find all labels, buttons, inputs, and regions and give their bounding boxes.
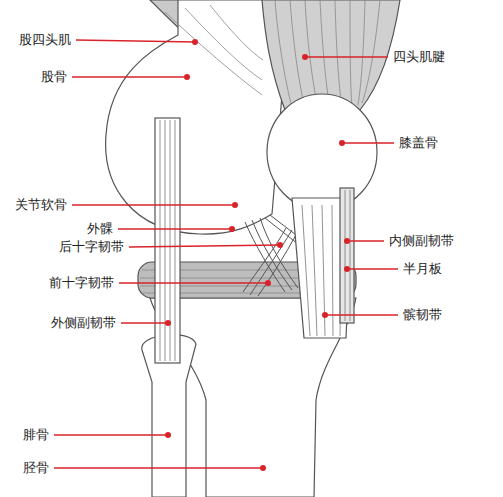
leader-line <box>347 240 384 241</box>
leader-line <box>129 245 280 247</box>
part-label: 腓骨 <box>22 427 50 443</box>
leader-line <box>72 76 187 77</box>
leader-dot <box>322 312 328 318</box>
part-label: 外髁 <box>86 221 114 237</box>
leader-line <box>54 467 263 468</box>
part-label: 外侧副韧带 <box>50 315 117 331</box>
part-label: 股四头肌 <box>18 32 72 48</box>
leader-dot <box>339 140 345 146</box>
part-label: 关节软骨 <box>14 197 68 213</box>
leader-dot <box>232 202 238 208</box>
leader-line <box>342 142 394 143</box>
part-label: 四头肌腱 <box>392 49 446 65</box>
patella <box>267 94 377 210</box>
part-label: 半月板 <box>402 261 443 277</box>
leader-dot <box>165 432 171 438</box>
leader-line <box>347 268 398 269</box>
lcl <box>155 118 180 363</box>
leader-line <box>119 282 268 283</box>
leader-dot <box>260 465 266 471</box>
leader-dot <box>277 242 283 248</box>
leader-dot <box>192 39 198 45</box>
leader-dot <box>265 280 271 286</box>
part-label: 后十字韧带 <box>58 239 125 255</box>
leader-line <box>325 314 398 315</box>
leader-dot <box>184 74 190 80</box>
cruciate <box>243 215 300 296</box>
leader-line <box>121 322 168 323</box>
leader-dot <box>165 320 171 326</box>
part-label: 股骨 <box>40 69 68 85</box>
leader-line <box>118 228 232 229</box>
leader-line <box>72 204 235 205</box>
leader-line <box>54 434 168 435</box>
part-label: 髌韧带 <box>402 307 443 323</box>
part-label: 膝盖骨 <box>398 135 439 151</box>
femur <box>106 0 282 234</box>
leader-line <box>305 56 388 57</box>
leader-line <box>76 40 195 42</box>
tendon <box>262 0 400 110</box>
leader-dot <box>229 226 235 232</box>
mcl <box>340 188 354 323</box>
part-label: 胫骨 <box>22 460 50 476</box>
leader-dot <box>302 54 308 60</box>
part-label: 内侧副韧带 <box>388 233 455 249</box>
leader-dot <box>344 238 350 244</box>
leader-dot <box>344 266 350 272</box>
part-label: 前十字韧带 <box>48 275 115 291</box>
